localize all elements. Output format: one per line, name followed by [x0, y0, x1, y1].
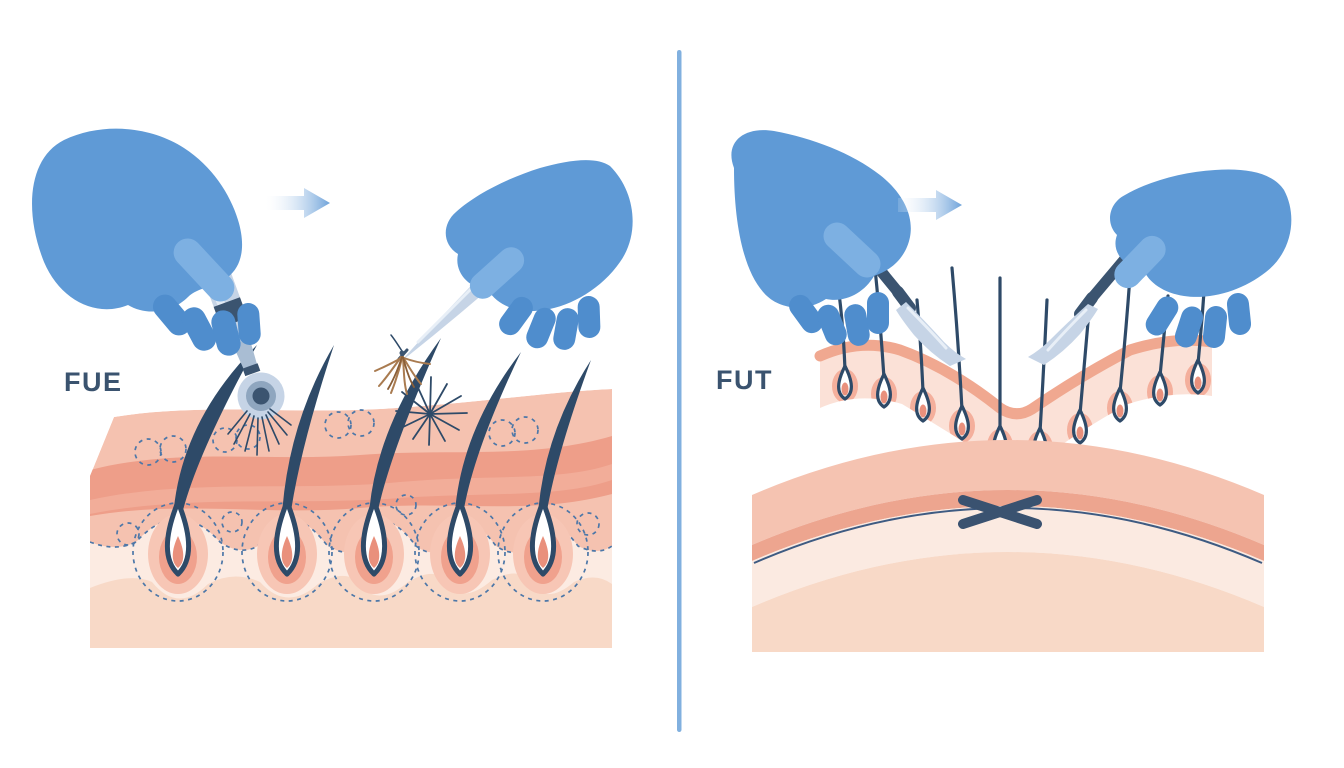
strip-body: [820, 336, 1212, 468]
extracted-follicular-graft: [374, 334, 431, 395]
deep-tissue-layer: [90, 573, 612, 648]
fut-donor-area: [752, 440, 1264, 652]
extraction-site-icon: [395, 376, 468, 446]
glove-thumb: [1114, 235, 1166, 289]
dermis-light-stripe: [90, 464, 612, 514]
glove-thumb: [173, 238, 235, 302]
fut-panel: FUT: [716, 130, 1292, 652]
glove-fingers: [499, 296, 601, 350]
glove-fingers: [1145, 293, 1252, 348]
transfer-arrow-icon: [266, 188, 330, 218]
gloved-hand-forceps: [445, 160, 633, 350]
gloved-hand-punch: [32, 128, 261, 356]
fut-label: FUT: [716, 365, 773, 395]
fut-donor-strip: [814, 256, 1218, 468]
strip-surface-edge: [814, 334, 1218, 420]
subcutis-dashed-circles: [116, 494, 600, 546]
transfer-arrow-icon: [898, 190, 962, 220]
punch-bristles: [227, 408, 292, 456]
gloved-hand-scalpel-right: [1110, 169, 1292, 348]
fue-panel: FUE: [32, 128, 633, 648]
gloved-hand-scalpel-left: [731, 130, 911, 346]
fue-scalp-cross-section: [90, 338, 612, 648]
glove-thumb: [823, 222, 881, 278]
hair-shafts: [173, 338, 591, 512]
suture-x-icon: [958, 495, 1042, 529]
panel-divider-line: [677, 50, 682, 732]
glove-thumb: [469, 247, 525, 299]
fue-label: FUE: [64, 367, 123, 397]
glove-fingers: [152, 294, 261, 356]
epidermis-dashed-circles: [134, 409, 539, 466]
glove-fingers: [789, 292, 889, 346]
hair-follicle-bulbs: [165, 499, 556, 577]
